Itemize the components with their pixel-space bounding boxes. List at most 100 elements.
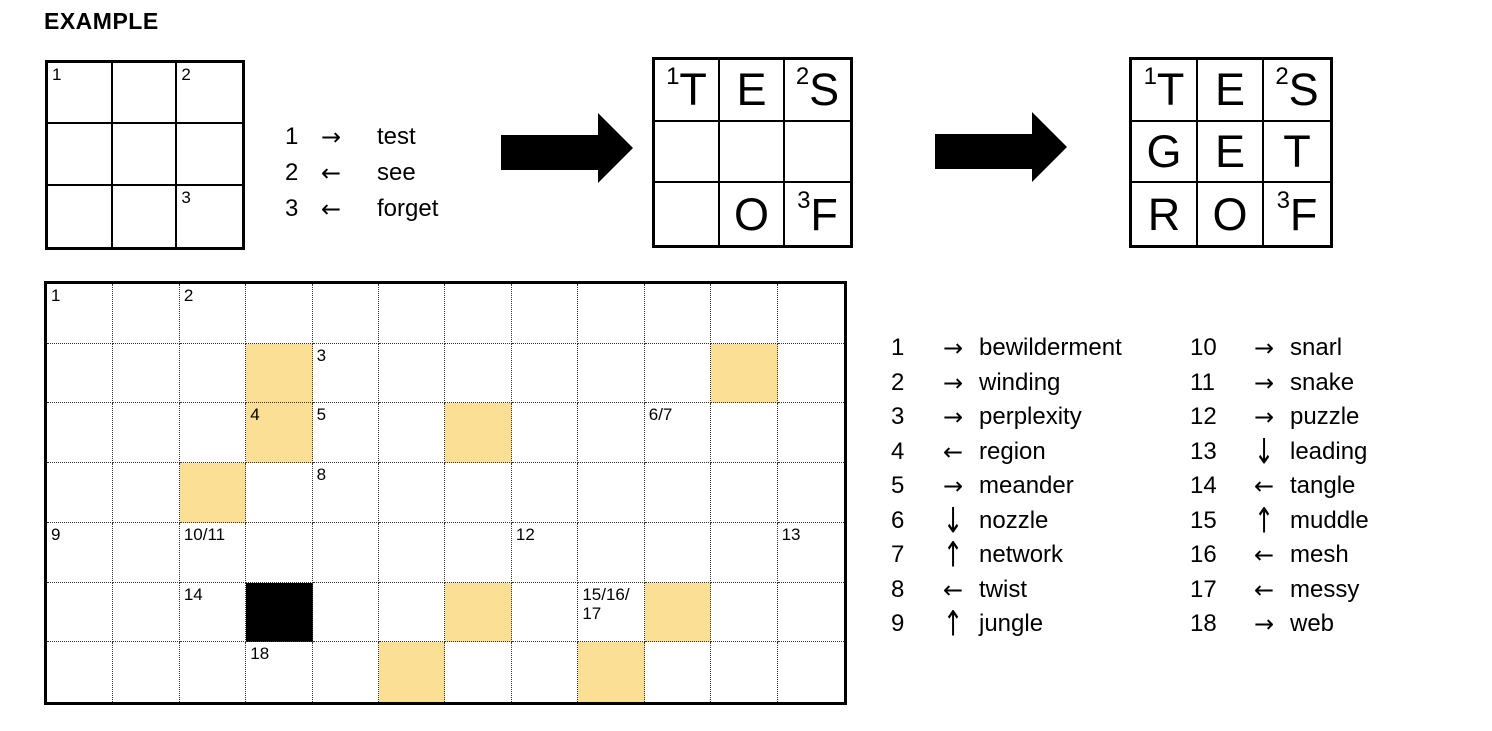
puzzle-cell[interactable]: [511, 284, 579, 344]
puzzle-cell[interactable]: [379, 284, 446, 344]
clue-number: 1: [891, 334, 905, 362]
puzzle-cell[interactable]: 2: [179, 284, 247, 344]
puzzle-cell[interactable]: 5: [312, 403, 380, 464]
puzzle-cell[interactable]: 9: [47, 522, 114, 583]
highlighted-cell[interactable]: [644, 582, 712, 643]
puzzle-cell[interactable]: [313, 642, 380, 702]
clue-word: jungle: [979, 610, 1044, 638]
puzzle-cell[interactable]: [113, 284, 180, 344]
puzzle-cell[interactable]: [47, 642, 114, 702]
puzzle-cell[interactable]: 18: [246, 642, 313, 702]
example-grid-cell: E: [1198, 121, 1264, 184]
clue-number: 6: [891, 506, 905, 534]
puzzle-cell[interactable]: [179, 343, 247, 404]
highlighted-cell[interactable]: [179, 463, 247, 523]
puzzle-cell[interactable]: [511, 463, 579, 523]
puzzle-cell[interactable]: 1: [47, 284, 114, 344]
puzzle-cell[interactable]: [511, 403, 579, 464]
puzzle-cell[interactable]: [445, 463, 512, 523]
puzzle-cell[interactable]: [113, 343, 180, 404]
puzzle-cell[interactable]: [511, 582, 579, 643]
puzzle-cell[interactable]: [179, 403, 247, 464]
puzzle-cell[interactable]: [47, 463, 114, 523]
puzzle-cell[interactable]: [578, 403, 645, 464]
up-arrow-icon: ↑: [942, 603, 964, 645]
puzzle-cell[interactable]: [778, 642, 844, 702]
puzzle-cell[interactable]: [379, 403, 446, 464]
puzzle-cell[interactable]: [246, 284, 313, 344]
clue-number: 13: [1190, 437, 1217, 465]
puzzle-cell[interactable]: [47, 403, 114, 464]
cell-number: 18: [250, 644, 270, 664]
puzzle-cell[interactable]: [246, 463, 313, 523]
puzzle-cell[interactable]: [246, 522, 313, 583]
puzzle-cell[interactable]: [379, 463, 446, 523]
puzzle-cell[interactable]: [180, 642, 247, 702]
puzzle-cell[interactable]: [512, 642, 579, 702]
puzzle-cell[interactable]: 13: [777, 523, 844, 583]
puzzle-cell[interactable]: 14: [179, 582, 247, 643]
puzzle-cell[interactable]: [445, 642, 512, 702]
puzzle-cell[interactable]: [379, 582, 446, 643]
puzzle-cell[interactable]: [379, 343, 446, 404]
puzzle-cell[interactable]: [113, 582, 180, 643]
example-grid-cell: T: [1264, 122, 1330, 184]
puzzle-cell[interactable]: 6/7: [644, 403, 712, 464]
blocked-cell[interactable]: [246, 582, 313, 643]
puzzle-cell[interactable]: [777, 403, 844, 464]
puzzle-cell[interactable]: [445, 522, 512, 583]
highlighted-cell[interactable]: 4: [246, 403, 313, 464]
puzzle-cell[interactable]: [312, 284, 380, 344]
puzzle-cell[interactable]: 10/11: [179, 522, 247, 583]
highlighted-cell[interactable]: [711, 343, 778, 404]
example-grid-cell: [655, 183, 720, 245]
cell-clue-superscript: 1: [666, 62, 680, 90]
puzzle-cell[interactable]: [312, 522, 380, 583]
left-arrow-icon: ←: [1253, 472, 1275, 501]
puzzle-cell[interactable]: [711, 463, 778, 523]
puzzle-cell[interactable]: [47, 343, 114, 404]
puzzle-cell[interactable]: [777, 583, 844, 643]
puzzle-cell[interactable]: [644, 463, 712, 523]
puzzle-cell[interactable]: 12: [511, 522, 579, 583]
puzzle-cell[interactable]: [113, 642, 180, 702]
puzzle-cell[interactable]: [113, 463, 180, 523]
highlighted-cell[interactable]: [445, 403, 512, 464]
puzzle-cell[interactable]: [777, 463, 844, 523]
puzzle-cell[interactable]: [711, 284, 778, 344]
puzzle-cell[interactable]: [711, 582, 778, 643]
puzzle-cell[interactable]: [711, 403, 778, 464]
puzzle-cell[interactable]: [578, 343, 645, 404]
puzzle-cell[interactable]: [644, 522, 712, 583]
puzzle-cell[interactable]: [445, 284, 512, 344]
puzzle-cell[interactable]: [47, 582, 114, 643]
puzzle-cell[interactable]: [777, 284, 844, 344]
puzzle-cell[interactable]: [711, 522, 778, 583]
puzzle-cell[interactable]: [578, 284, 645, 344]
highlighted-cell[interactable]: [578, 642, 645, 702]
clue-row: 5→meander: [891, 469, 1122, 504]
highlighted-cell[interactable]: [246, 343, 313, 404]
thick-right-arrow-icon: [501, 112, 634, 190]
puzzle-cell[interactable]: [711, 642, 778, 702]
puzzle-cell[interactable]: [445, 343, 512, 404]
puzzle-cell[interactable]: [312, 582, 380, 643]
highlighted-cell[interactable]: [379, 642, 446, 702]
puzzle-cell[interactable]: 8: [312, 463, 380, 523]
puzzle-cell[interactable]: [777, 344, 844, 404]
puzzle-cell[interactable]: [644, 343, 712, 404]
puzzle-cell[interactable]: [578, 463, 645, 523]
cell-letter: T: [1156, 64, 1185, 116]
puzzle-cell[interactable]: [113, 522, 180, 583]
cell-number: 2: [181, 65, 191, 84]
puzzle-cell[interactable]: [578, 522, 645, 583]
puzzle-cell[interactable]: 15/16/ 17: [578, 582, 645, 643]
puzzle-cell[interactable]: [379, 522, 446, 583]
puzzle-cell[interactable]: [645, 642, 712, 702]
puzzle-cell[interactable]: [644, 284, 712, 344]
puzzle-cell[interactable]: 3: [312, 343, 380, 404]
puzzle-cell[interactable]: [113, 403, 180, 464]
puzzle-cell[interactable]: [511, 343, 579, 404]
highlighted-cell[interactable]: [445, 582, 512, 643]
